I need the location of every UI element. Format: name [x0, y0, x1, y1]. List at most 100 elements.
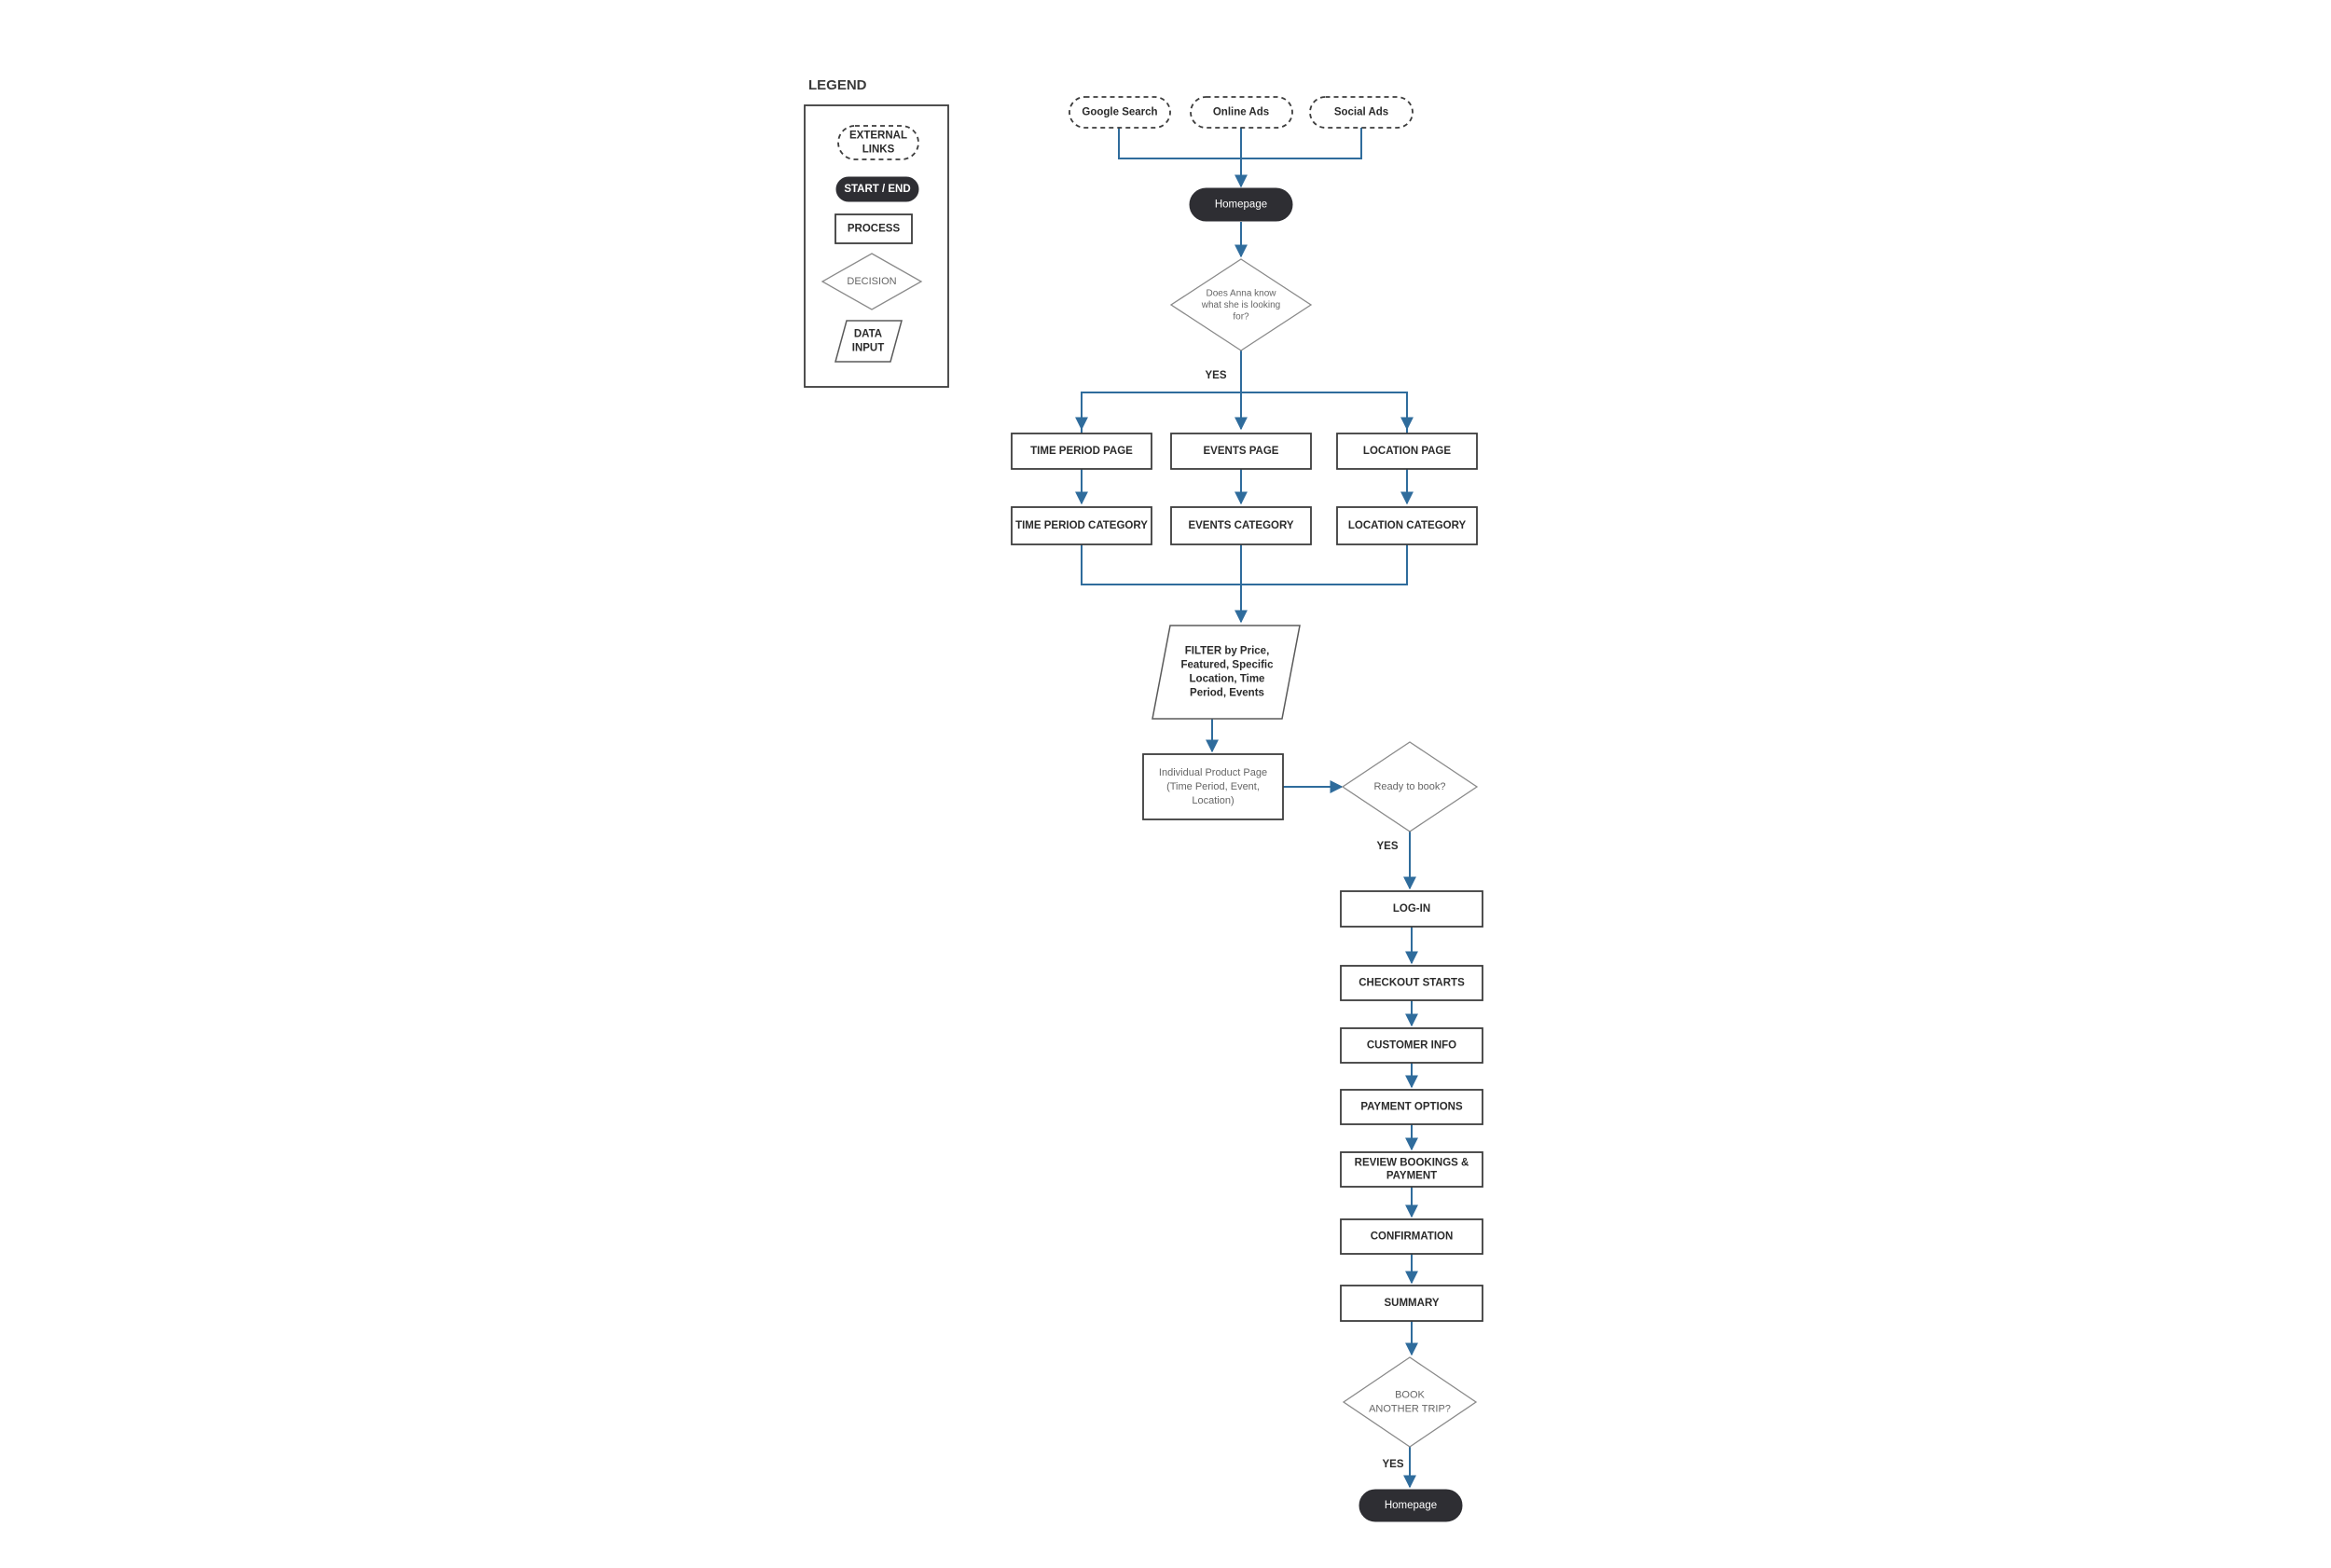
- location-page-shape: [1336, 433, 1478, 470]
- yes-label-again: YES: [1382, 1459, 1403, 1470]
- summary-label: SUMMARY: [1385, 1298, 1440, 1309]
- time-period-category-label: TIME PERIOD CATEGORY: [1015, 520, 1148, 531]
- time-period-category-shape: [1011, 506, 1152, 545]
- text-line: Homepage: [1215, 199, 1267, 211]
- events-category-shape: [1170, 506, 1312, 545]
- legend-process: PROCESS: [834, 213, 913, 244]
- source-online-label: Online Ads: [1213, 107, 1269, 118]
- text-line: LOG-IN: [1393, 903, 1430, 915]
- source-google-search: Google Search: [1069, 96, 1171, 129]
- text-line: (Time Period, Event,: [1166, 781, 1260, 792]
- text-line: INPUT: [852, 343, 885, 354]
- decision-ready-shape: [1341, 741, 1479, 832]
- connector-pages-split: [1081, 392, 1408, 433]
- review-bookings-shape: [1340, 1151, 1483, 1188]
- legend-external-shape: [837, 125, 919, 160]
- homepage-end-shape: [1359, 1489, 1463, 1522]
- payment-options-node: PAYMENT OPTIONS: [1340, 1089, 1483, 1125]
- location-page-node: LOCATION PAGE: [1336, 433, 1478, 470]
- individual-product-page-node: Individual Product Page (Time Period, Eve…: [1142, 753, 1284, 820]
- events-page-label: EVENTS PAGE: [1204, 446, 1279, 457]
- text-line: START / END: [844, 184, 910, 195]
- text-line: Individual Product Page: [1159, 767, 1267, 778]
- confirmation-node: CONFIRMATION: [1340, 1218, 1483, 1255]
- text-line: CONFIRMATION: [1371, 1231, 1454, 1243]
- location-page-label: LOCATION PAGE: [1363, 446, 1451, 457]
- text-line: REVIEW BOOKINGS &: [1355, 1158, 1469, 1169]
- text-line: PROCESS: [848, 224, 901, 235]
- text-line: Location): [1192, 795, 1234, 806]
- decision-know-shape: [1169, 258, 1313, 351]
- text-line: LOCATION CATEGORY: [1348, 520, 1467, 531]
- events-page-node: EVENTS PAGE: [1170, 433, 1312, 470]
- source-online-ads: Online Ads: [1190, 96, 1293, 129]
- summary-node: SUMMARY: [1340, 1285, 1483, 1322]
- text-line: Online Ads: [1213, 107, 1269, 118]
- legend-title: LEGEND: [808, 77, 867, 93]
- log-in-node: LOG-IN: [1340, 890, 1483, 928]
- text-line: Homepage: [1385, 1500, 1437, 1511]
- time-period-page-shape: [1011, 433, 1152, 470]
- legend: LEGEND EXTERNAL LINKS START / END PROCESS…: [804, 77, 949, 388]
- text-line: Location, Time: [1190, 674, 1265, 685]
- decision-ready-label: Ready to book?: [1373, 781, 1445, 792]
- text-line: TIME PERIOD CATEGORY: [1015, 520, 1148, 531]
- text-line: Google Search: [1082, 107, 1157, 118]
- checkout-starts-shape: [1340, 965, 1483, 1001]
- text-line: PAYMENT: [1386, 1171, 1437, 1182]
- text-line: CHECKOUT STARTS: [1359, 978, 1465, 989]
- homepage-end-node: Homepage: [1359, 1489, 1463, 1522]
- legend-start-end-label: START / END: [844, 184, 910, 195]
- text-line: EVENTS PAGE: [1204, 446, 1279, 457]
- product-page-shape: [1142, 753, 1284, 820]
- homepage-start-node: Homepage: [1189, 187, 1293, 222]
- text-line: Does Anna know: [1206, 288, 1276, 298]
- customer-info-label: CUSTOMER INFO: [1367, 1040, 1456, 1052]
- legend-decision-label: DECISION: [847, 276, 896, 287]
- source-online-shape: [1190, 96, 1293, 129]
- review-bookings-label: REVIEW BOOKINGS & PAYMENT: [1355, 1158, 1469, 1182]
- text-line: for?: [1233, 311, 1249, 322]
- legend-decision: DECISION: [821, 253, 923, 310]
- customer-info-shape: [1340, 1027, 1483, 1064]
- text-line: Ready to book?: [1373, 781, 1445, 792]
- source-google-label: Google Search: [1082, 107, 1157, 118]
- decision-ready-to-book: Ready to book?: [1341, 741, 1479, 832]
- location-category-label: LOCATION CATEGORY: [1348, 520, 1467, 531]
- checkout-starts-node: CHECKOUT STARTS: [1340, 965, 1483, 1001]
- text-line: Period, Events: [1190, 688, 1264, 699]
- time-period-category-node: TIME PERIOD CATEGORY: [1011, 506, 1152, 545]
- yes-label-ready: YES: [1376, 841, 1398, 852]
- legend-start-end-shape: [835, 176, 919, 202]
- text-line: CUSTOMER INFO: [1367, 1040, 1456, 1052]
- checkout-starts-label: CHECKOUT STARTS: [1359, 978, 1465, 989]
- filter-shape: [1152, 625, 1301, 720]
- legend-process-shape: [834, 213, 913, 244]
- source-social-shape: [1309, 96, 1414, 129]
- connectors: [1075, 127, 1418, 1489]
- text-line: EXTERNAL: [849, 131, 907, 142]
- homepage-start-shape: [1189, 187, 1293, 222]
- text-line: EVENTS CATEGORY: [1188, 520, 1293, 531]
- source-social-ads: Social Ads: [1309, 96, 1414, 129]
- payment-options-shape: [1340, 1089, 1483, 1125]
- time-period-page-node: TIME PERIOD PAGE: [1011, 433, 1152, 470]
- customer-info-node: CUSTOMER INFO: [1340, 1027, 1483, 1064]
- decision-again-shape: [1342, 1356, 1478, 1448]
- legend-data-input-shape: [834, 320, 903, 363]
- text-line: ANOTHER TRIP?: [1369, 1403, 1451, 1414]
- log-in-label: LOG-IN: [1393, 903, 1430, 915]
- yes-label-know: YES: [1205, 370, 1226, 381]
- text-line: LOCATION PAGE: [1363, 446, 1451, 457]
- legend-decision-shape: [821, 253, 923, 310]
- text-line: LINKS: [862, 144, 895, 156]
- legend-start-end: START / END: [835, 176, 919, 202]
